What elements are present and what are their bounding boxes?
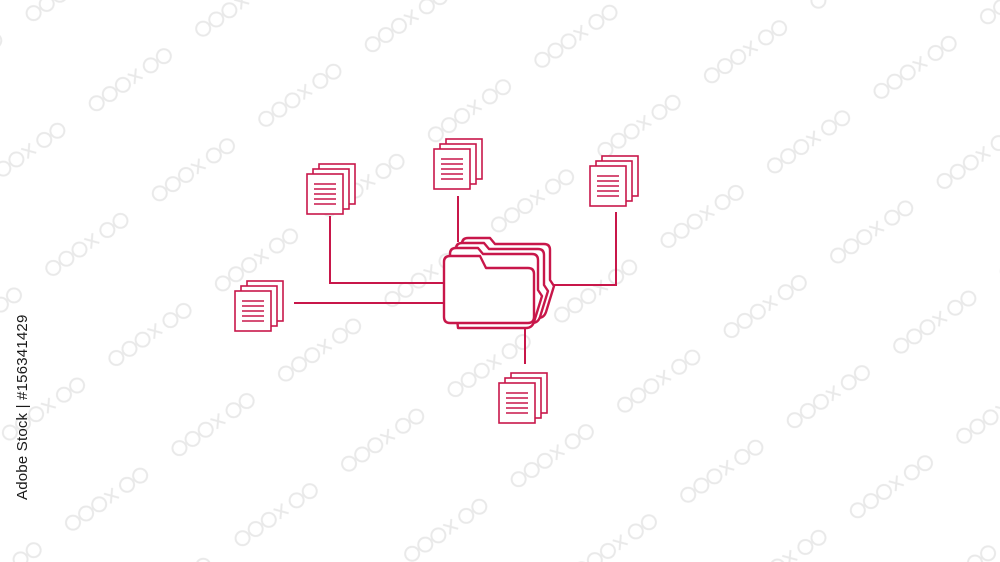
- document-stack-top: [433, 138, 483, 190]
- folder-icon: [442, 236, 556, 330]
- document-stack-top-left: [306, 163, 356, 215]
- connector-top-left: [329, 216, 444, 284]
- document-stack-bottom: [498, 372, 548, 424]
- stock-id-watermark: Adobe Stock | #156341429: [14, 314, 31, 500]
- connector-top-right: [552, 212, 617, 286]
- document-stack-top-right: [589, 155, 639, 207]
- document-stack-left: [234, 280, 284, 332]
- connector-lines: [294, 196, 617, 364]
